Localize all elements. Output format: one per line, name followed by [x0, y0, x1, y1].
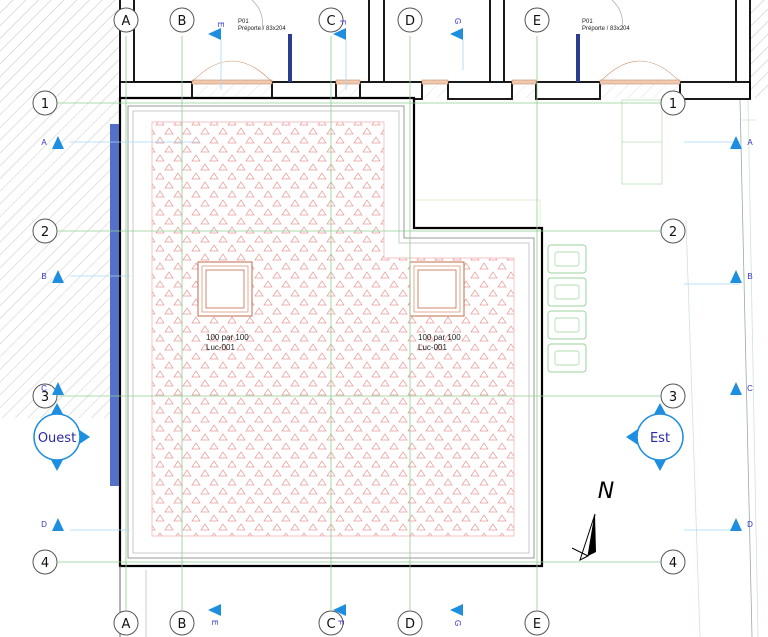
grid-col-bubble-top-e: E: [524, 7, 550, 33]
section-marker-east-a: A: [730, 136, 753, 149]
elevation-marker-west: Ouest: [33, 403, 90, 471]
svg-text:A: A: [122, 14, 131, 29]
svg-text:E: E: [533, 14, 541, 29]
svg-text:C: C: [326, 617, 335, 632]
svg-text:B: B: [41, 272, 46, 281]
svg-text:B: B: [178, 14, 187, 29]
svg-text:B: B: [178, 617, 187, 632]
section-marker-west-c: C: [41, 382, 64, 395]
door-code-left: P01: [238, 19, 249, 25]
section-marker-top-g: G: [450, 18, 463, 40]
svg-text:Est: Est: [650, 431, 670, 446]
grid-col-bubble-top-d: D: [397, 7, 423, 33]
grid-row-bubble-left-3: 3: [32, 383, 58, 409]
grid-lines: [58, 36, 660, 610]
section-marker-bottom-f: F: [333, 604, 346, 625]
door-code-right: P01: [582, 19, 593, 25]
grid-col-bubble-bottom-a: A: [113, 610, 139, 636]
grid-row-bubble-right-2: 2: [660, 218, 686, 244]
svg-text:D: D: [41, 520, 47, 529]
svg-text:4: 4: [669, 556, 677, 571]
svg-text:2: 2: [41, 225, 49, 240]
svg-text:G: G: [453, 620, 462, 626]
svg-text:Ouest: Ouest: [38, 431, 76, 446]
svg-text:E: E: [216, 22, 225, 27]
svg-text:3: 3: [41, 390, 49, 405]
svg-text:D: D: [405, 14, 415, 29]
grid-col-bubble-bottom-d: D: [397, 610, 423, 636]
upper-rooms: [120, 0, 750, 99]
grid-row-bubble-left-2: 2: [32, 218, 58, 244]
grid-col-bubble-top-b: B: [169, 7, 195, 33]
svg-text:C: C: [747, 384, 753, 393]
elevation-marker-east: Est: [626, 403, 684, 471]
skylight-right: [409, 261, 465, 317]
svg-text:D: D: [747, 520, 753, 529]
svg-text:F: F: [336, 620, 345, 625]
section-marker-west-b: B: [41, 270, 64, 283]
section-marker-east-d: D: [730, 518, 753, 531]
svg-text:A: A: [747, 138, 753, 147]
svg-text:A: A: [122, 617, 131, 632]
grid-col-bubble-bottom-e: E: [524, 610, 550, 636]
svg-text:F: F: [338, 20, 347, 25]
svg-text:B: B: [747, 272, 752, 281]
opening-ref-left: Luc-001: [206, 343, 235, 352]
svg-text:A: A: [41, 138, 47, 147]
section-marker-west-a: A: [41, 136, 64, 149]
svg-text:D: D: [405, 617, 415, 632]
opening-size-left: 100 par 100: [206, 333, 249, 342]
grid-row-bubble-left-4: 4: [32, 549, 58, 575]
grid-row-bubble-right-4: 4: [660, 549, 686, 575]
opening-size-right: 100 par 100: [418, 333, 461, 342]
grid-col-bubble-top-a: A: [113, 7, 139, 33]
svg-text:1: 1: [669, 97, 677, 112]
grid-row-bubble-right-3: 3: [660, 383, 686, 409]
grid-row-bubble-left-1: 1: [32, 90, 58, 116]
grid-col-bubble-bottom-b: B: [169, 610, 195, 636]
grid-col-bubble-top-c: C: [318, 7, 344, 33]
section-marker-west-d: D: [41, 518, 64, 531]
grid-row-bubble-right-1: 1: [660, 90, 686, 116]
svg-text:E: E: [533, 617, 541, 632]
section-marker-bottom-g: G: [450, 604, 463, 626]
svg-text:2: 2: [669, 225, 677, 240]
north-arrow-icon: N: [571, 479, 614, 561]
svg-text:C: C: [41, 384, 47, 393]
svg-text:4: 4: [41, 556, 49, 571]
section-marker-east-b: B: [730, 270, 753, 283]
svg-text:1: 1: [41, 97, 49, 112]
section-marker-top-f: F: [333, 20, 347, 40]
opening-ref-right: Luc-001: [418, 343, 447, 352]
section-marker-east-c: C: [730, 382, 753, 395]
section-marker-top-e: E: [208, 22, 225, 40]
grid-col-bubble-bottom-c: C: [318, 610, 344, 636]
door-type-left: Préporte / 83x204: [238, 26, 286, 32]
section-marker-bottom-e: E: [208, 604, 221, 625]
svg-text:N: N: [598, 479, 614, 504]
svg-text:G: G: [453, 18, 462, 24]
svg-text:E: E: [210, 620, 219, 625]
svg-text:3: 3: [669, 390, 677, 405]
doors: [191, 0, 681, 85]
svg-text:C: C: [326, 14, 335, 29]
west-facade-strip: [110, 124, 119, 486]
skylight-left: [197, 261, 253, 317]
door-type-right: Préporte / 83x204: [582, 26, 630, 32]
